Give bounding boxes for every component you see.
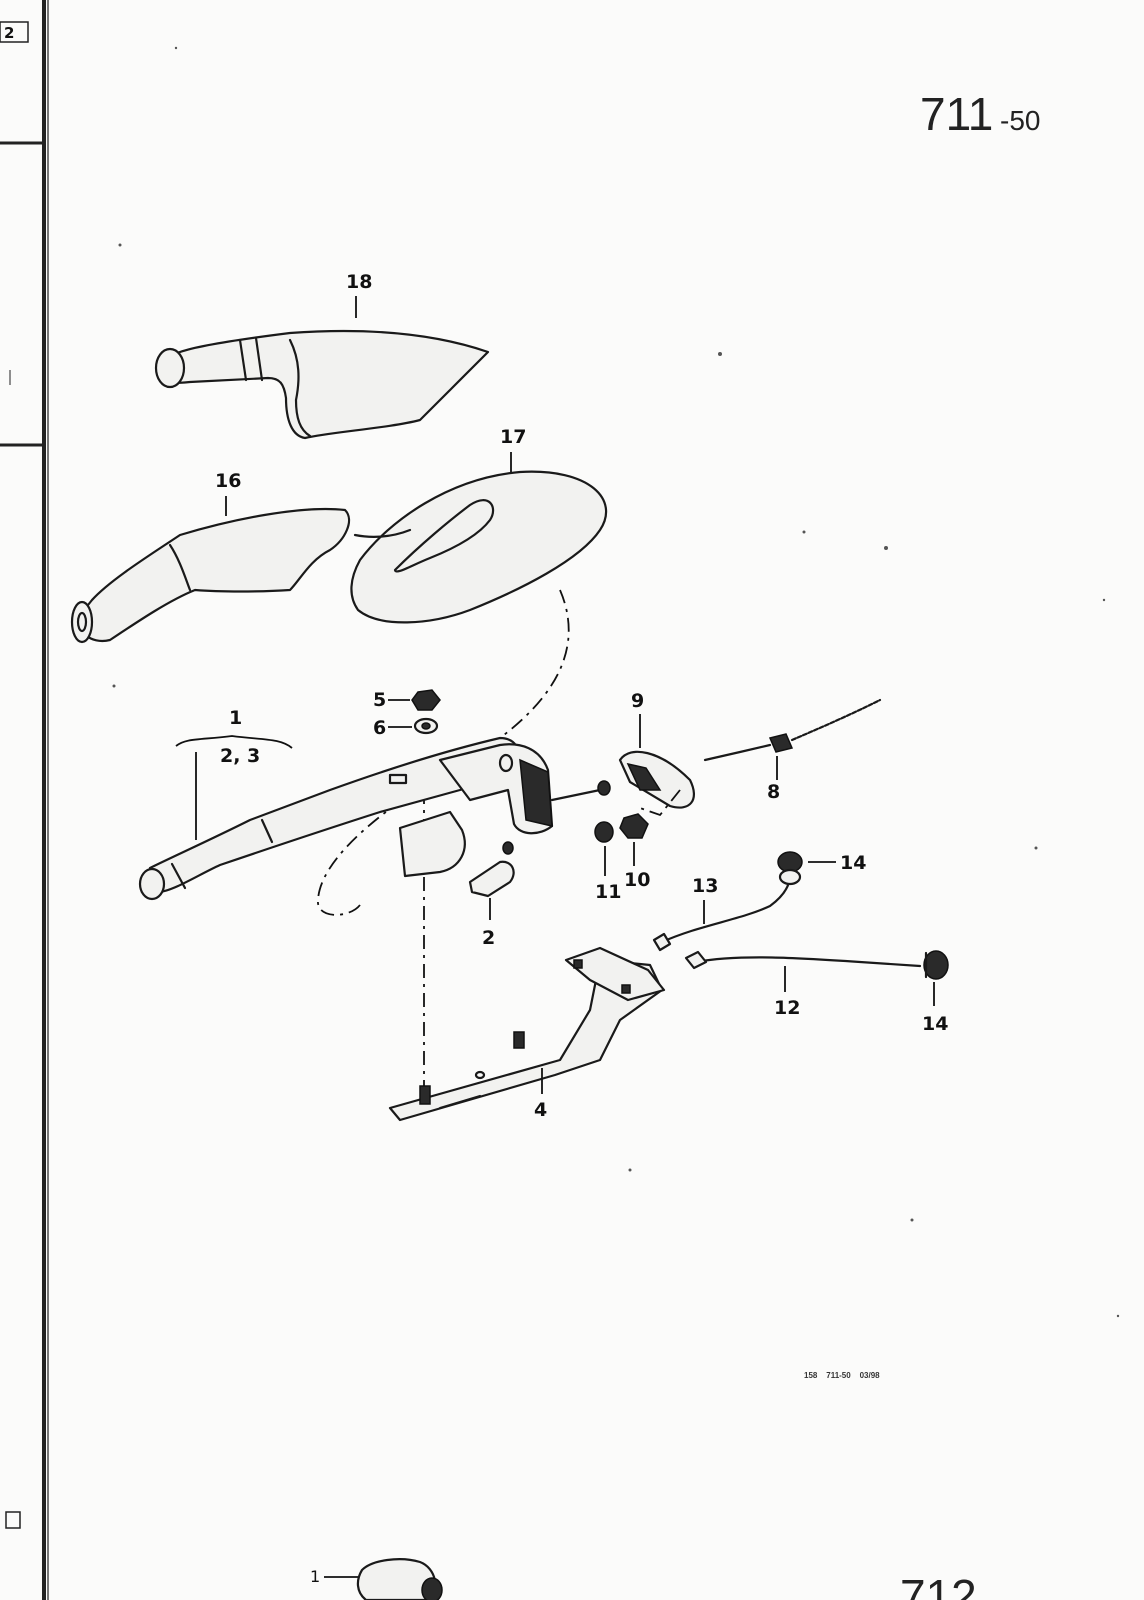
callout-8: 8 xyxy=(767,756,780,803)
callout-1-label: 1 xyxy=(229,707,242,729)
bottom-callout-1-label: 1 xyxy=(310,1567,320,1586)
part-18-lever-cover xyxy=(154,329,490,440)
callout-16: 16 xyxy=(215,470,241,516)
callout-5: 5 xyxy=(373,689,410,711)
margin-box xyxy=(5,1511,21,1529)
callout-10: 10 xyxy=(624,842,650,891)
callout-1-sub-label: 2, 3 xyxy=(220,745,260,767)
callout-13: 13 xyxy=(692,875,718,924)
callout-4-label: 4 xyxy=(534,1099,547,1121)
part-5-nut xyxy=(411,689,441,711)
callout-17-label: 17 xyxy=(500,426,526,448)
callout-9-label: 9 xyxy=(631,690,644,712)
part-13-pipe xyxy=(652,851,803,952)
callout-18-label: 18 xyxy=(346,271,372,293)
callout-13-label: 13 xyxy=(692,875,718,897)
next-page-partial: 1 712 xyxy=(310,1558,977,1600)
binder-margin: 2 xyxy=(0,0,49,1600)
callout-14-bottom-label: 14 xyxy=(922,1013,948,1035)
callout-2: 2 xyxy=(482,898,495,949)
callout-12-label: 12 xyxy=(774,997,800,1019)
part-8-cable xyxy=(703,698,882,762)
margin-tab-label: 2 xyxy=(4,24,14,42)
callout-10-label: 10 xyxy=(624,869,650,891)
callout-12: 12 xyxy=(774,966,800,1019)
callout-2-label: 2 xyxy=(482,927,495,949)
part-9-bracket xyxy=(618,750,695,817)
part-6-washer xyxy=(413,717,439,735)
callout-11: 11 xyxy=(595,846,621,903)
assembly-path-line xyxy=(317,589,570,916)
callout-16-label: 16 xyxy=(215,470,241,492)
part-4-mounting-bracket xyxy=(388,946,666,1122)
page-number: 711 xyxy=(920,88,993,140)
next-page-number: 712 xyxy=(900,1570,977,1600)
callout-4: 4 xyxy=(534,1068,547,1121)
part-17-boot xyxy=(350,470,608,624)
callout-5-label: 5 xyxy=(373,689,386,711)
callout-14-bottom: 14 xyxy=(922,982,948,1035)
part-2-pawl xyxy=(398,810,515,898)
footer-code: 158 711-50 03/98 xyxy=(804,1371,880,1380)
callout-14-top: 14 xyxy=(808,852,866,874)
callout-8-label: 8 xyxy=(767,781,780,803)
callout-9: 9 xyxy=(631,690,644,748)
callout-6: 6 xyxy=(373,717,412,739)
part-1-lever xyxy=(138,736,611,901)
callout-17: 17 xyxy=(500,426,526,472)
callout-18: 18 xyxy=(346,271,372,318)
part-10-nut xyxy=(619,813,649,839)
part-16-lever-grip xyxy=(70,507,351,644)
margin-tab xyxy=(0,21,29,43)
callout-14-top-label: 14 xyxy=(840,852,866,874)
callout-1: 1 2, 3 xyxy=(175,707,293,840)
scan-specks xyxy=(112,46,1120,1318)
callout-11-label: 11 xyxy=(595,881,621,903)
part-11-nut xyxy=(594,821,614,843)
part-12-pipe xyxy=(684,950,949,980)
callout-6-label: 6 xyxy=(373,717,386,739)
page-number-suffix: -50 xyxy=(1000,105,1040,136)
